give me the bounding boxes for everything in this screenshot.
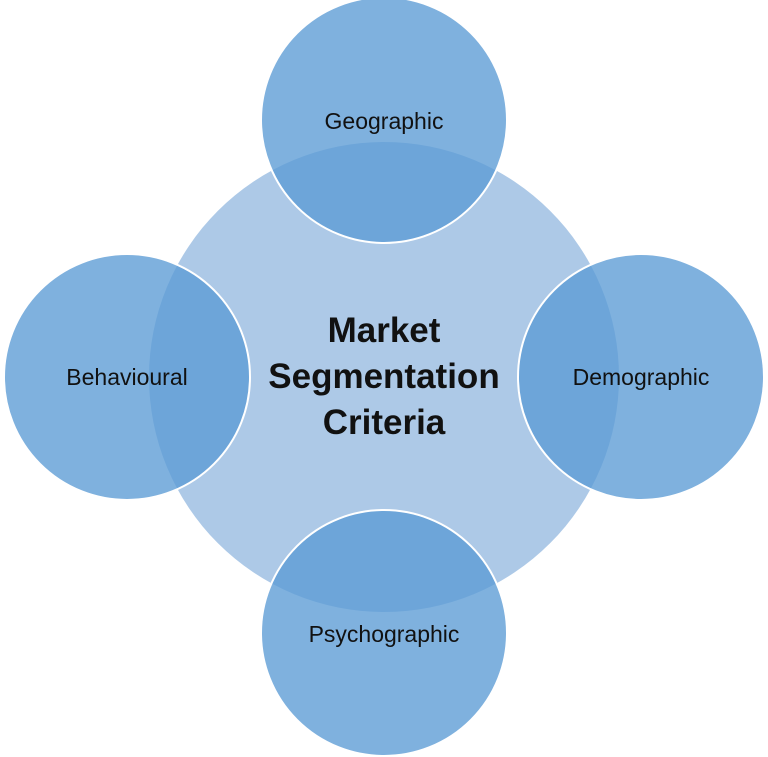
- geographic-circle: [260, 0, 508, 244]
- center-circle: [149, 142, 619, 612]
- demographic-circle: [517, 253, 765, 501]
- behavioural-circle: [3, 253, 251, 501]
- psychographic-circle: [260, 509, 508, 757]
